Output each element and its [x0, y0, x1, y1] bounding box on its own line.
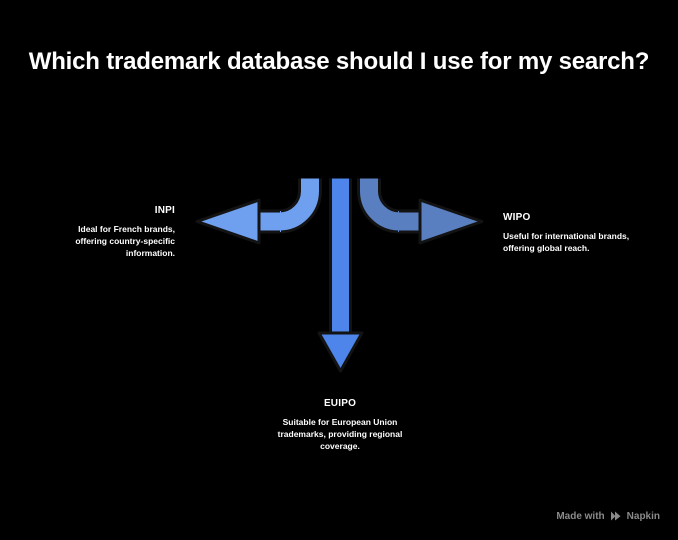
node-inpi-heading: INPI [154, 205, 175, 216]
inpi-stem-curve [278, 178, 321, 232]
node-inpi-description: Ideal for French brands, offering countr… [75, 224, 175, 258]
watermark-text: Made with [556, 510, 605, 522]
node-euipo-description: Suitable for European Union trademarks, … [277, 417, 403, 451]
napkin-play-icon [610, 510, 622, 522]
watermark-brand: Napkin [626, 510, 660, 522]
wipo-shaft [398, 211, 421, 232]
inpi-shaft [258, 211, 281, 232]
euipo-head [317, 331, 364, 373]
inpi-shaft-outline [258, 209, 280, 234]
node-wipo-description: Useful for international brands, offerin… [503, 231, 630, 253]
wipo-head [418, 198, 484, 245]
napkin-watermark: Made with Napkin [556, 510, 660, 522]
wipo-shaft-outline [399, 209, 421, 234]
inpi-head [195, 198, 261, 245]
inpi-stem-curve-outline [279, 178, 322, 234]
node-wipo: WIPO Useful for international brands, of… [503, 212, 648, 254]
node-euipo: EUIPO Suitable for European Union tradem… [260, 398, 420, 452]
euipo-stem [330, 178, 351, 345]
node-wipo-heading: WIPO [503, 212, 531, 223]
node-euipo-heading: EUIPO [323, 398, 357, 409]
page-title: Which trademark database should I use fo… [28, 48, 650, 75]
node-inpi: INPI Ideal for French brands, offering c… [45, 205, 175, 259]
wipo-stem-curve [358, 178, 401, 232]
euipo-stem-outline [329, 178, 352, 344]
wipo-stem-curve-outline [357, 178, 400, 234]
